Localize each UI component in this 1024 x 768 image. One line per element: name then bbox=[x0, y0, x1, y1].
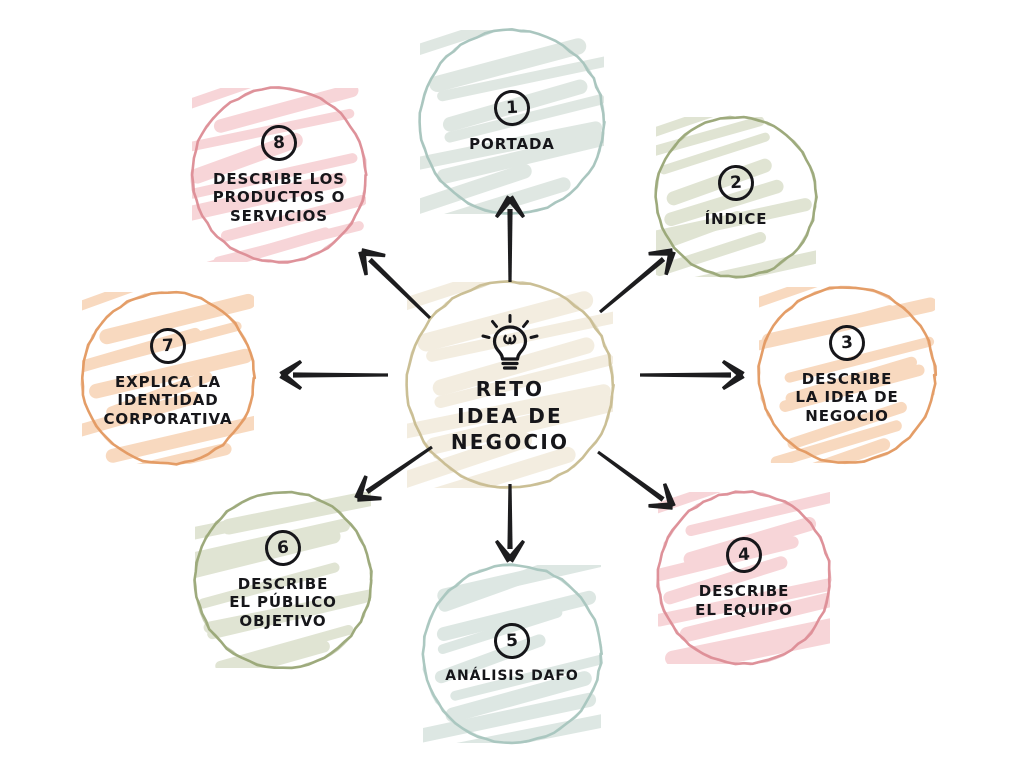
node-label: ÍNDICE bbox=[704, 210, 768, 229]
node-label: ANÁLISIS DAFO bbox=[445, 667, 579, 684]
node-number-badge: 5 bbox=[493, 622, 531, 660]
arrow-head-barb bbox=[279, 371, 302, 390]
node-label: RETO IDEA DE NEGOCIO bbox=[450, 377, 570, 455]
node-number-badge: 2 bbox=[717, 164, 755, 203]
node-scribble-area bbox=[656, 117, 816, 277]
lightbulb-icon bbox=[481, 314, 539, 371]
scribble-fill bbox=[656, 117, 816, 277]
node-ring bbox=[193, 490, 373, 670]
node-number-badge: 6 bbox=[264, 529, 302, 567]
arrow-to-identidad-corporativa bbox=[279, 360, 388, 390]
node-number-badge: 8 bbox=[260, 124, 298, 162]
node-ring bbox=[80, 290, 257, 466]
node-label: PORTADA bbox=[469, 135, 555, 154]
node-scribble-area bbox=[192, 88, 366, 262]
node-scribble-area bbox=[423, 565, 601, 743]
node-label: DESCRIBE EL EQUIPO bbox=[695, 582, 793, 619]
node-ring bbox=[654, 115, 818, 279]
node-content: RETO IDEA DE NEGOCIO bbox=[407, 314, 613, 455]
node-label: DESCRIBE LA IDEA DE NEGOCIO bbox=[795, 370, 899, 425]
arrow-head-barb bbox=[279, 360, 302, 379]
node-scribble-area bbox=[759, 287, 935, 463]
arrow-shaft bbox=[640, 372, 731, 378]
center-node[interactable]: RETO IDEA DE NEGOCIO bbox=[405, 279, 615, 490]
lightbulb-icon-wrap bbox=[479, 314, 541, 372]
scribble-fill bbox=[759, 287, 935, 463]
scribble-fill bbox=[423, 565, 601, 743]
arrow-shaft bbox=[293, 372, 388, 378]
node-ring bbox=[421, 563, 603, 745]
scribble-fill bbox=[420, 30, 604, 214]
node-ring bbox=[190, 86, 368, 264]
node-ring bbox=[418, 27, 606, 216]
node-ring bbox=[656, 490, 832, 666]
node-number-badge: 1 bbox=[493, 89, 531, 128]
arrow-head-barb bbox=[722, 371, 745, 390]
node-label: EXPLICA LA IDENTIDAD CORPORATIVA bbox=[103, 373, 233, 428]
node-number-badge: 7 bbox=[149, 327, 187, 365]
node-ring bbox=[757, 285, 938, 465]
arrow-to-idea-negocio bbox=[640, 360, 745, 390]
node-label: DESCRIBE EL PÚBLICO OBJETIVO bbox=[229, 575, 337, 630]
node-scribble-area bbox=[195, 492, 371, 668]
node-number-badge: 4 bbox=[725, 536, 763, 575]
node-scribble-area bbox=[407, 282, 613, 488]
scribble-fill bbox=[195, 492, 371, 668]
node-ring bbox=[405, 279, 615, 490]
node-scribble-area bbox=[420, 30, 604, 214]
scribble-fill bbox=[192, 88, 366, 262]
arrow-head-barb bbox=[722, 360, 745, 379]
scribble-fill bbox=[407, 282, 613, 488]
node-label: DESCRIBE LOS PRODUCTOS O SERVICIOS bbox=[212, 170, 346, 225]
node-number-badge: 3 bbox=[828, 324, 866, 362]
